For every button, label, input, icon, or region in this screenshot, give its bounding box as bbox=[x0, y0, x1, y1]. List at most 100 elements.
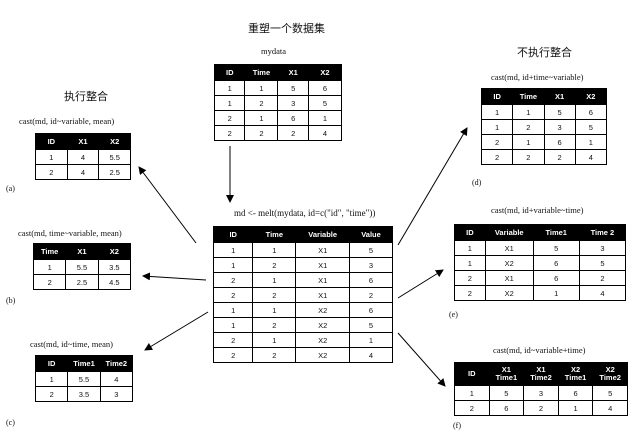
table-cell: 1 bbox=[35, 149, 68, 165]
table-cell: 3.5 bbox=[67, 386, 101, 402]
column-header: X2 bbox=[97, 243, 132, 260]
table-cell: 3 bbox=[349, 257, 393, 273]
cast-e-caption: cast(md, id+variable~time) bbox=[491, 205, 584, 215]
table-cell: 6 bbox=[349, 272, 393, 288]
table-cell: 2 bbox=[523, 400, 559, 416]
no-aggregate-title: 不执行整合 bbox=[517, 47, 572, 59]
table-cell: 5 bbox=[307, 95, 343, 111]
table-cell: 5 bbox=[277, 80, 309, 96]
label-d: (d) bbox=[472, 178, 482, 187]
table-cell: 1 bbox=[532, 285, 580, 301]
table-cell: 2 bbox=[454, 285, 486, 301]
column-header: X1 bbox=[65, 243, 99, 260]
cast-b-caption: cast(md, time~variable, mean) bbox=[18, 228, 122, 238]
table-cell: 2 bbox=[32, 274, 67, 290]
table-cell: 1 bbox=[244, 110, 279, 126]
table-cell: 1 bbox=[212, 242, 254, 258]
table-cell: 2 bbox=[212, 287, 254, 303]
label-b: (b) bbox=[6, 296, 16, 305]
label-a: (a) bbox=[6, 184, 15, 193]
table-cell: 4 bbox=[66, 149, 100, 165]
table-cell: 6 bbox=[532, 270, 580, 286]
column-header: Time bbox=[252, 226, 297, 243]
table-cell: 2 bbox=[252, 347, 297, 363]
table-cell: 2 bbox=[252, 287, 297, 303]
column-header: X1 Time2 bbox=[523, 362, 559, 386]
table-cell: 1 bbox=[212, 317, 254, 333]
table-cell: 6 bbox=[307, 80, 343, 96]
table-cell: 5.5 bbox=[98, 149, 131, 165]
column-header: X1 Time1 bbox=[488, 362, 525, 386]
table-cell: X2 bbox=[295, 347, 351, 363]
arrow-to-f bbox=[397, 332, 446, 387]
arrow-to-e bbox=[397, 269, 444, 299]
cast-f-caption: cast(md, id~variable+time) bbox=[493, 345, 586, 355]
column-header: X2 Time2 bbox=[592, 362, 628, 386]
table-cell: X2 bbox=[295, 317, 351, 333]
table-cell: 1 bbox=[454, 255, 486, 271]
column-header: X2 bbox=[98, 133, 131, 150]
table-cell: 4 bbox=[66, 164, 100, 180]
cast-a-caption: cast(md, id~variable, mean) bbox=[19, 116, 115, 126]
column-header: Time bbox=[32, 243, 67, 260]
table-cell: 4 bbox=[99, 371, 134, 387]
table-cell: 5.5 bbox=[67, 371, 101, 387]
table-cell: X1 bbox=[295, 287, 351, 303]
column-header: ID bbox=[35, 133, 68, 150]
label-e: (e) bbox=[449, 310, 458, 319]
table-cell: 1 bbox=[512, 104, 545, 120]
table-cell: 2 bbox=[244, 95, 279, 111]
mydata-label: mydata bbox=[261, 46, 287, 56]
table-cell: 4 bbox=[574, 149, 608, 165]
column-header: ID bbox=[213, 64, 246, 81]
table-cell: 1 bbox=[34, 371, 69, 387]
table-cell: 5 bbox=[543, 104, 576, 120]
column-header: ID bbox=[480, 88, 514, 105]
table-cell: 2 bbox=[252, 317, 297, 333]
table-cell: 1 bbox=[32, 259, 67, 275]
table-cell: X1 bbox=[295, 272, 351, 288]
table-cell: 6 bbox=[277, 110, 309, 126]
column-header: X1 bbox=[277, 64, 309, 81]
table-cell: 3 bbox=[99, 386, 134, 402]
table-cell: 1 bbox=[252, 242, 297, 258]
label-c: (c) bbox=[6, 418, 15, 427]
column-header: Variable bbox=[295, 226, 351, 243]
table-cell: 2 bbox=[34, 386, 69, 402]
table-cell: 5.5 bbox=[65, 259, 99, 275]
table-cell: 1 bbox=[480, 104, 514, 120]
column-header: Time bbox=[244, 64, 279, 81]
table-cell: 1 bbox=[512, 134, 545, 150]
table-cell: 1 bbox=[454, 385, 490, 401]
melt-command: md <- melt(mydata, id=c("id", "time")) bbox=[234, 208, 376, 218]
table-cell: 3 bbox=[277, 95, 309, 111]
column-header: X2 bbox=[307, 64, 343, 81]
table-cell: 2 bbox=[277, 125, 309, 141]
column-header: Time2 bbox=[99, 355, 134, 372]
table-cell: 1 bbox=[574, 134, 608, 150]
table-cell: 6 bbox=[574, 104, 608, 120]
table-cell: 2 bbox=[578, 270, 627, 286]
